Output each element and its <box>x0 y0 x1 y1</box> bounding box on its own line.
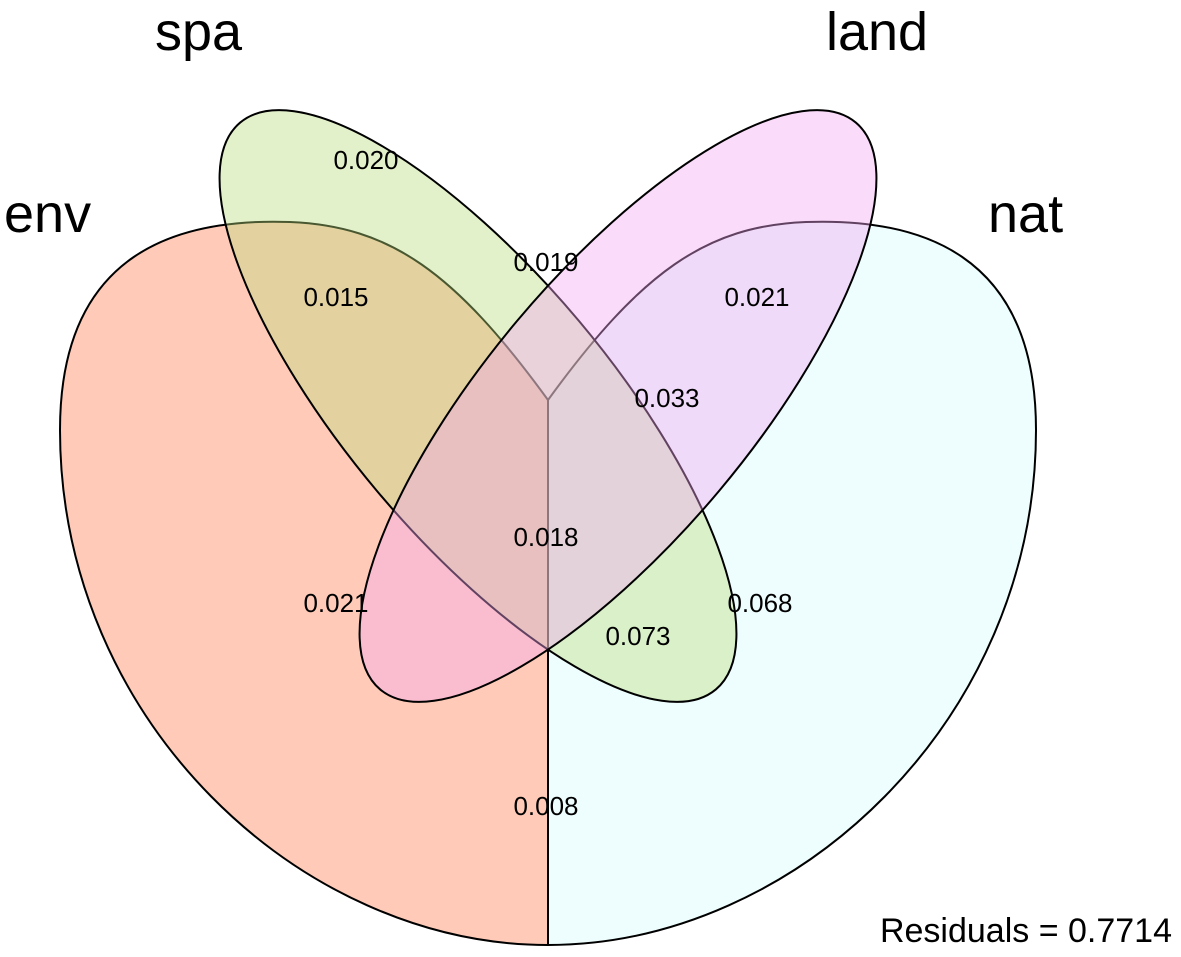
set-label-spa: spa <box>155 2 243 62</box>
region-value-spa-land: 0.019 <box>513 247 578 277</box>
set-spa-shape <box>218 109 738 703</box>
region-value-env-spa-nat: 0.073 <box>605 621 670 651</box>
set-label-nat: nat <box>988 184 1063 244</box>
set-nat-shape <box>547 220 1038 947</box>
residuals-label: Residuals = 0.7714 <box>880 912 1172 950</box>
region-value-spa-land-nat: 0.033 <box>634 383 699 413</box>
region-value-spa-only: 0.020 <box>333 145 398 175</box>
region-value-spa-nat: 0.068 <box>727 588 792 618</box>
region-value-env-land: 0.021 <box>303 588 368 618</box>
set-land-shape <box>358 109 878 703</box>
set-label-env: env <box>4 184 91 244</box>
set-env-shape <box>58 220 549 947</box>
region-value-env-nat: 0.008 <box>513 791 578 821</box>
region-value-all-four: 0.018 <box>513 522 578 552</box>
region-value-env-spa: 0.015 <box>303 282 368 312</box>
region-value-land-nat: 0.021 <box>724 282 789 312</box>
set-label-land: land <box>826 2 928 62</box>
